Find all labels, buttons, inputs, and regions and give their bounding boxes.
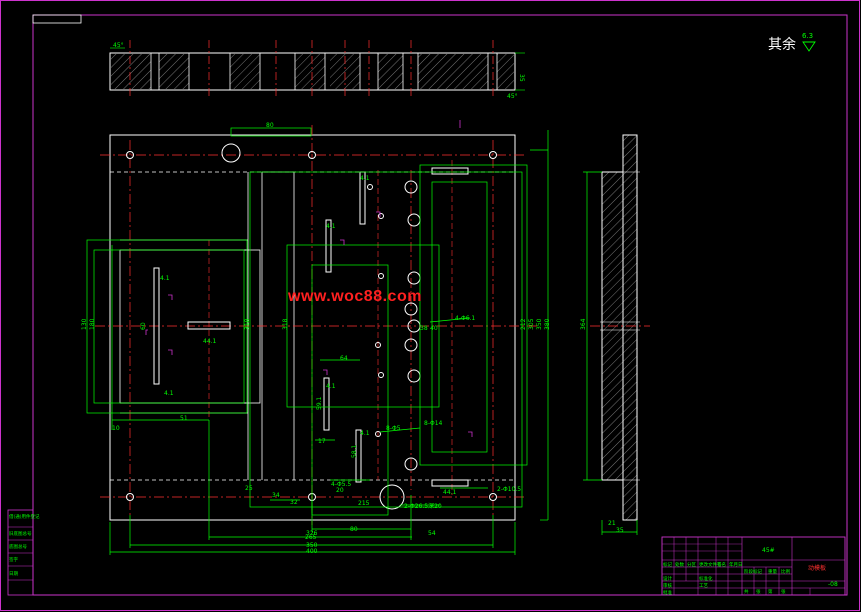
svg-text:44.1: 44.1	[203, 338, 217, 345]
svg-text:10: 10	[112, 425, 120, 432]
svg-text:54: 54	[428, 530, 436, 537]
svg-text:80: 80	[266, 122, 274, 129]
inner-frame	[32, 14, 848, 596]
svg-text:标准化: 标准化	[699, 575, 713, 582]
svg-text:25: 25	[245, 485, 253, 492]
svg-text:-08: -08	[828, 581, 838, 588]
svg-text:44.1: 44.1	[443, 489, 457, 496]
svg-text:45#: 45#	[762, 547, 775, 554]
svg-text:35: 35	[518, 74, 525, 82]
svg-text:51: 51	[180, 415, 188, 422]
roughness-symbol-icon	[802, 41, 816, 52]
svg-text:400: 400	[306, 548, 318, 555]
svg-text:共: 共	[744, 588, 749, 595]
svg-text:旧底图总号: 旧底图总号	[9, 530, 32, 537]
svg-text:8-Φ5: 8-Φ5	[386, 425, 401, 432]
svg-text:设计: 设计	[663, 575, 672, 582]
svg-text:58.1: 58.1	[351, 444, 358, 458]
svg-text:更改文件号: 更改文件号	[699, 561, 722, 568]
svg-text:审核: 审核	[663, 582, 672, 589]
svg-text:40: 40	[430, 325, 438, 332]
svg-text:4-Φ6.1: 4-Φ6.1	[455, 315, 475, 322]
svg-text:326: 326	[306, 530, 318, 537]
svg-text:364: 364	[580, 318, 587, 330]
svg-text:标记: 标记	[663, 561, 672, 568]
svg-text:第: 第	[768, 588, 773, 595]
svg-text:350: 350	[306, 542, 318, 549]
svg-text:20: 20	[336, 487, 344, 494]
svg-text:380: 380	[544, 318, 551, 330]
svg-text:215: 215	[358, 500, 370, 507]
svg-text:4.1: 4.1	[164, 390, 174, 397]
svg-text:38: 38	[420, 325, 428, 332]
svg-text:80: 80	[350, 526, 358, 533]
svg-text:签字: 签字	[9, 556, 18, 563]
svg-text:212: 212	[520, 318, 527, 330]
svg-text:318: 318	[282, 318, 289, 330]
svg-text:45°: 45°	[113, 42, 124, 49]
svg-text:重量: 重量	[768, 568, 777, 575]
svg-text:4.1: 4.1	[360, 175, 370, 182]
svg-text:2-Φ10.5: 2-Φ10.5	[497, 486, 521, 493]
svg-text:17: 17	[318, 438, 326, 445]
svg-text:张: 张	[756, 588, 761, 595]
front-view: 80 130 180 60 10 318 318 64 44.1 17 51 4…	[81, 120, 551, 555]
svg-text:4.1: 4.1	[326, 223, 336, 230]
svg-text:265: 265	[305, 534, 317, 541]
svg-text:张: 张	[781, 588, 786, 595]
svg-text:34: 34	[272, 492, 280, 499]
svg-text:4-Φ5.5: 4-Φ5.5	[331, 481, 351, 488]
svg-text:签名: 签名	[717, 561, 726, 568]
svg-text:21: 21	[608, 520, 616, 527]
svg-text:批准: 批准	[663, 589, 672, 596]
svg-text:64: 64	[340, 355, 348, 362]
svg-text:350: 350	[536, 318, 543, 330]
svg-text:分区: 分区	[687, 561, 696, 568]
svg-text:32: 32	[290, 499, 298, 506]
svg-text:4.1: 4.1	[160, 275, 170, 282]
svg-text:借(通)用件登记: 借(通)用件登记	[9, 513, 40, 520]
svg-text:底图总号: 底图总号	[9, 543, 27, 550]
svg-text:305: 305	[528, 318, 535, 330]
svg-text:动模板: 动模板	[808, 564, 826, 572]
svg-text:2-Φ26.5深20: 2-Φ26.5深20	[404, 502, 442, 510]
svg-text:8-Φ14: 8-Φ14	[424, 420, 443, 427]
svg-text:180: 180	[89, 318, 96, 330]
roughness-label: 其余	[768, 37, 796, 53]
corner-box	[32, 14, 82, 24]
top-section-view: 45° 45° 35	[109, 40, 525, 100]
svg-text:130: 130	[81, 318, 88, 330]
svg-text:35: 35	[616, 527, 624, 534]
left-register-strip: 借(通)用件登记 旧底图总号 底图总号 签字 日期	[7, 509, 40, 596]
watermark-text: www.woc88.com	[288, 288, 422, 305]
svg-text:日期: 日期	[9, 571, 18, 577]
svg-text:年月日: 年月日	[729, 561, 743, 568]
svg-text:318: 318	[244, 318, 251, 330]
svg-text:处数: 处数	[675, 561, 684, 568]
title-block: 45# 动模板 -08 标记 处数 分区 更改文件号 签名 年月日 设计 标准化…	[661, 536, 846, 596]
svg-text:60: 60	[140, 322, 147, 330]
svg-text:工艺: 工艺	[699, 583, 708, 589]
svg-text:4.1: 4.1	[360, 430, 370, 437]
side-section-view: 364 21 35	[580, 134, 650, 535]
roughness-value: 6.3	[802, 32, 814, 40]
svg-text:45°: 45°	[507, 93, 518, 100]
svg-text:59.1: 59.1	[316, 396, 323, 410]
svg-text:4.1: 4.1	[326, 383, 336, 390]
svg-text:阶段标记: 阶段标记	[744, 568, 762, 575]
svg-text:比例: 比例	[781, 568, 790, 575]
